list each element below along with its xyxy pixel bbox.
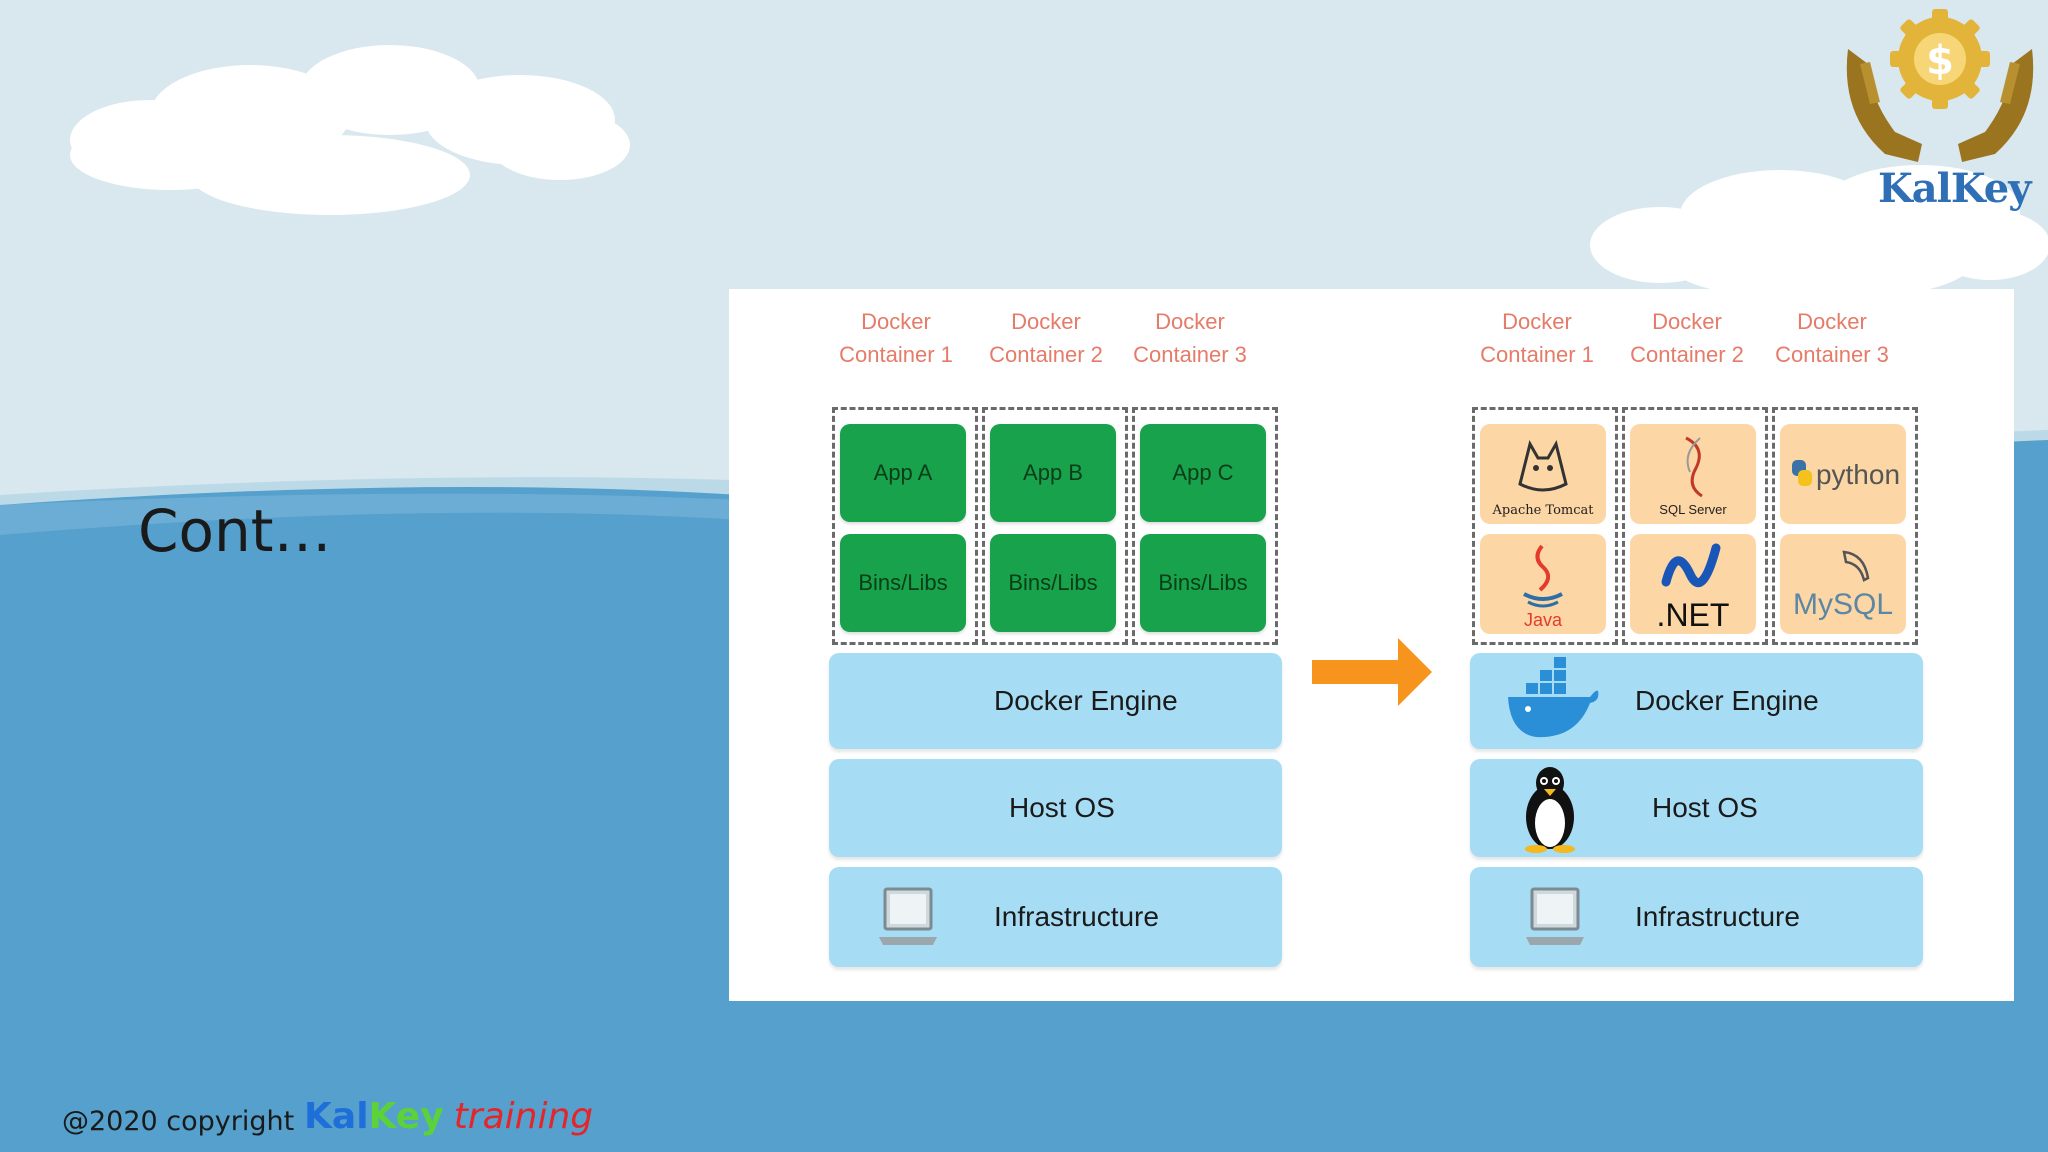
left-docker-engine-label: Docker Engine	[994, 685, 1178, 716]
left-app-a: App A	[840, 424, 966, 522]
svg-text:.NET: .NET	[1657, 597, 1730, 633]
svg-text:python: python	[1816, 459, 1900, 490]
right-container-1-outline	[1472, 407, 1618, 645]
left-infrastructure-label: Infrastructure	[994, 901, 1159, 932]
slide-title: Cont…	[138, 497, 332, 565]
left-libs-3: Bins/Libs	[1140, 534, 1266, 632]
left-container-1-outline	[832, 407, 978, 645]
sql-server-box: SQL Server	[1630, 424, 1756, 524]
dotnet-box: .NET	[1630, 534, 1756, 634]
right-host-os-label: Host OS	[1652, 792, 1758, 823]
cloud-left	[70, 45, 630, 215]
left-infrastructure-layer: Infrastructure	[829, 867, 1282, 967]
linux-penguin-icon	[1525, 767, 1575, 853]
cloud-right	[1590, 165, 2048, 300]
mysql-icon: MySQL	[1793, 550, 1893, 621]
svg-text:SQL Server: SQL Server	[1659, 502, 1727, 517]
mysql-box: MySQL	[1780, 534, 1906, 634]
left-app-c: App C	[1140, 424, 1266, 522]
left-libs-2: Bins/Libs	[990, 534, 1116, 632]
brand-kal: Kal	[304, 1096, 369, 1137]
right-container-3-outline	[1772, 407, 1918, 645]
svg-text:Java: Java	[1524, 610, 1563, 630]
arrow-right-icon	[1312, 638, 1432, 706]
logo-text: KalKey	[1878, 165, 2031, 212]
svg-text:Apache Tomcat: Apache Tomcat	[1491, 503, 1594, 518]
brand-key: Key	[368, 1096, 444, 1137]
right-host-os-layer: Host OS	[1470, 759, 1923, 857]
python-icon: python	[1792, 459, 1900, 490]
docker-whale-icon	[1508, 657, 1599, 738]
java-box: Java	[1480, 534, 1606, 634]
java-icon: Java	[1523, 544, 1563, 630]
dotnet-icon: .NET	[1657, 543, 1730, 633]
left-docker-engine-layer: Docker Engine	[829, 653, 1282, 749]
laptop-icon	[1526, 887, 1584, 945]
hands-icon	[1846, 49, 2034, 162]
tomcat-icon: Apache Tomcat	[1491, 440, 1594, 518]
right-docker-engine-label: Docker Engine	[1635, 685, 1819, 716]
left-host-os-layer: Host OS	[829, 759, 1282, 857]
left-container-2-outline	[982, 407, 1128, 645]
right-docker-engine-layer: Docker Engine	[1470, 653, 1923, 749]
sql-server-icon: SQL Server	[1659, 436, 1727, 517]
right-infrastructure-layer: Infrastructure	[1470, 867, 1923, 967]
kalkey-logo: $	[1846, 9, 2034, 162]
python-box: python	[1780, 424, 1906, 524]
gear-coin-icon: $	[1890, 9, 1990, 109]
laptop-icon	[879, 887, 937, 945]
footer-copyright: @2020 copyright	[62, 1106, 295, 1137]
left-app-b: App B	[990, 424, 1116, 522]
brand-training: training	[453, 1096, 594, 1137]
left-libs-1: Bins/Libs	[840, 534, 966, 632]
right-container-2-outline	[1622, 407, 1768, 645]
left-container-3-outline	[1132, 407, 1278, 645]
tomcat-box: Apache Tomcat	[1480, 424, 1606, 524]
svg-text:MySQL: MySQL	[1793, 588, 1893, 621]
svg-text:$: $	[1926, 38, 1954, 84]
right-infrastructure-label: Infrastructure	[1635, 901, 1800, 932]
left-host-os-label: Host OS	[1009, 792, 1115, 823]
